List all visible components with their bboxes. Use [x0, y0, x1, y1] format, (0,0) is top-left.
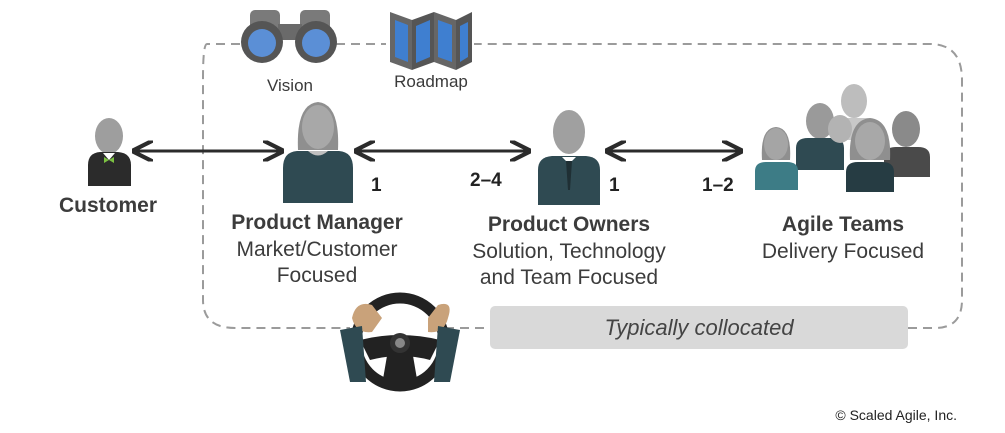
vision-label: Vision	[267, 76, 313, 95]
product-manager-figure	[283, 102, 353, 203]
product-manager-title: Product Manager	[231, 211, 403, 234]
product-owners-desc-1: Solution, Technology	[472, 240, 666, 263]
ratio-pm: 1	[371, 175, 382, 196]
collocated-banner: Typically collocated	[490, 306, 908, 349]
binoculars-icon	[241, 10, 337, 63]
product-owner-figure	[538, 110, 600, 205]
agile-teams-title: Agile Teams	[781, 213, 905, 236]
ratio-po-left: 2–4	[470, 170, 502, 191]
copyright-text: © Scaled Agile, Inc.	[835, 407, 957, 423]
customer-figure	[88, 118, 131, 186]
ratio-po-right: 1	[609, 175, 620, 196]
ratio-teams: 1–2	[702, 175, 734, 196]
collocation-boundary	[202, 43, 963, 329]
roadmap-label: Roadmap	[394, 72, 468, 91]
customer-label: Customer	[58, 194, 158, 217]
product-owners-title: Product Owners	[487, 213, 651, 236]
product-manager-desc-1: Market/Customer	[236, 238, 398, 261]
agile-team-figure	[755, 84, 930, 192]
product-manager-desc-2: Focused	[276, 264, 358, 287]
map-icon	[390, 12, 472, 70]
steering-wheel-icon	[340, 292, 460, 392]
product-owners-desc-2: and Team Focused	[479, 266, 659, 289]
agile-teams-desc: Delivery Focused	[761, 240, 925, 263]
